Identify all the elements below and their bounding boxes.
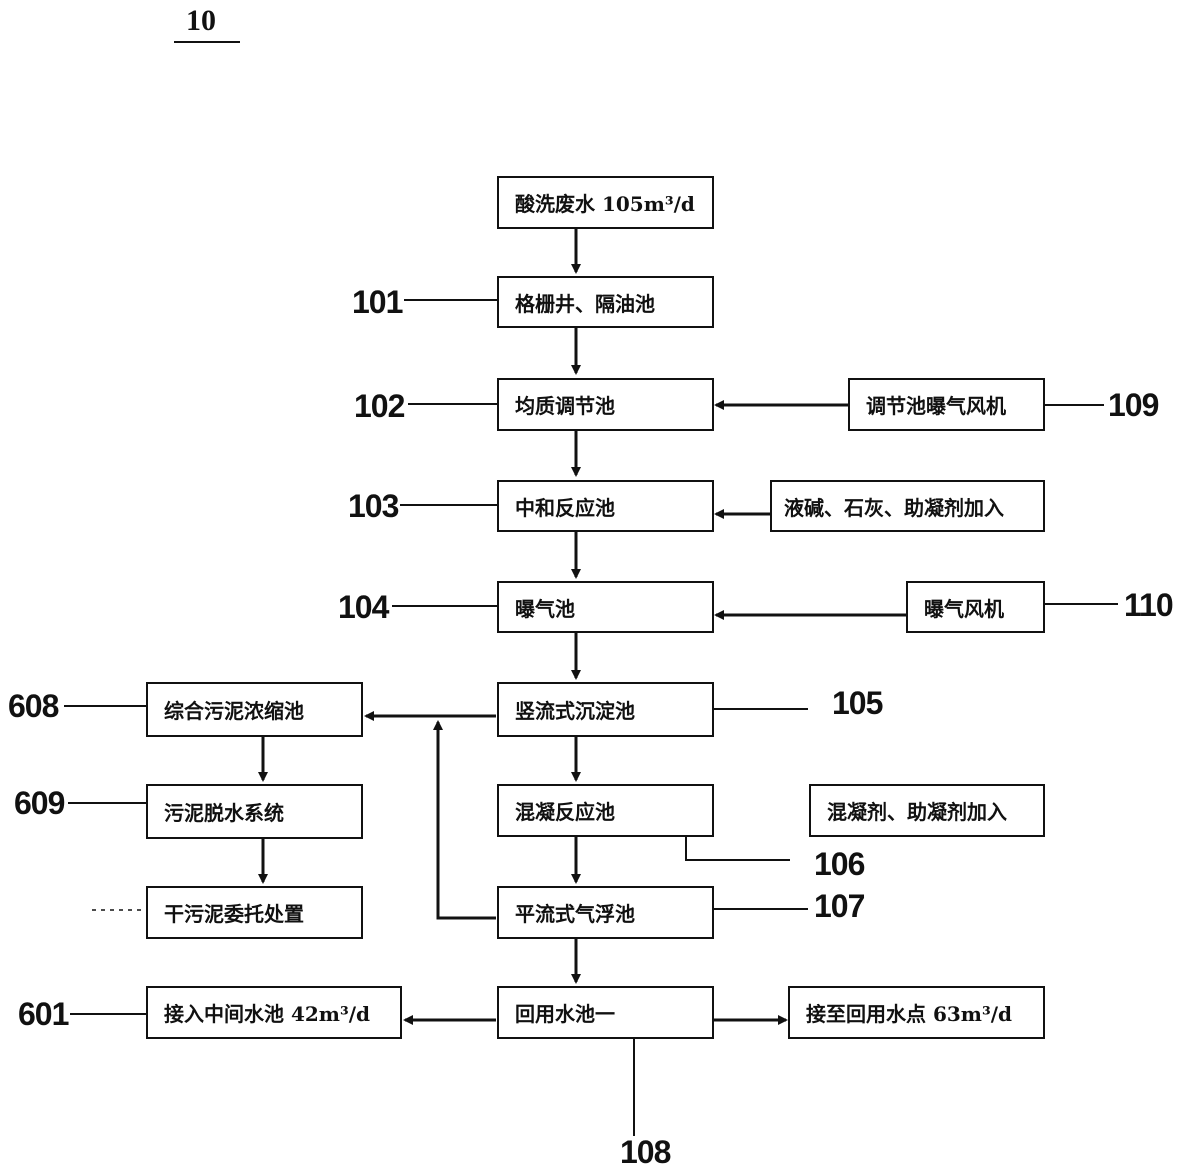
arrow-flotation-sludge-return <box>433 720 496 920</box>
box-sludge-dewatering: 污泥脱水系统 <box>146 784 363 839</box>
box-acid-wastewater: 酸洗废水 105m³/d <box>497 176 714 229</box>
box-aeration-tank: 曝气池 <box>497 581 714 633</box>
box-vertical-settling-tank: 竖流式沉淀池 <box>497 682 714 737</box>
box-aeration-tank-label: 曝气池 <box>515 596 575 621</box>
box-vertical-settling-tank-label: 竖流式沉淀池 <box>515 699 635 723</box>
box-equalization-tank-label: 均质调节池 <box>515 394 615 418</box>
box-aeration-blower: 曝气风机 <box>906 581 1045 633</box>
ref-105: 105 <box>832 685 883 721</box>
ref-601: 601 <box>18 996 69 1032</box>
ref-102: 102 <box>354 388 405 424</box>
box-sludge-disposal-label: 干污泥委托处置 <box>164 902 304 926</box>
box-equalization-tank: 均质调节池 <box>497 378 714 431</box>
box-flotation-tank-label: 平流式气浮池 <box>515 902 635 926</box>
box-to-reuse-point: 接至回用水点 63m³/d <box>788 986 1045 1039</box>
ref-109: 109 <box>1108 387 1159 423</box>
box-coagulant-dosing: 混凝剂、助凝剂加入 <box>809 784 1045 837</box>
box-coagulation-tank-label: 混凝反应池 <box>515 800 615 824</box>
box-chemical-dosing-label: 液碱、石灰、助凝剂加入 <box>784 495 1004 520</box>
ref-110: 110 <box>1124 587 1174 623</box>
box-flotation-tank: 平流式气浮池 <box>497 886 714 939</box>
box-equalization-blower: 调节池曝气风机 <box>848 378 1045 431</box>
box-neutralization-tank-label: 中和反应池 <box>515 495 615 520</box>
box-reuse-pool-label: 回用水池一 <box>515 1002 615 1026</box>
box-acid-wastewater-label: 酸洗废水 105m³/d <box>515 192 695 216</box>
box-sludge-thickener-label: 综合污泥浓缩池 <box>164 699 304 723</box>
box-to-reuse-point-label: 接至回用水点 63m³/d <box>806 1002 1013 1026</box>
box-grille-oil-separator-label: 格栅井、隔油池 <box>515 291 655 316</box>
ref-103: 103 <box>348 488 399 524</box>
ref-608: 608 <box>8 688 59 724</box>
box-aeration-blower-label: 曝气风机 <box>924 596 1004 621</box>
box-coagulant-dosing-label: 混凝剂、助凝剂加入 <box>827 800 1007 824</box>
ref-108: 108 <box>620 1134 671 1170</box>
box-equalization-blower-label: 调节池曝气风机 <box>866 394 1006 418</box>
box-sludge-dewatering-label: 污泥脱水系统 <box>164 801 284 825</box>
box-to-middle-pool-label: 接入中间水池 42m³/d <box>164 1002 371 1026</box>
box-reuse-pool: 回用水池一 <box>497 986 714 1039</box>
ref-106: 106 <box>814 846 865 882</box>
ref-107: 107 <box>814 888 865 924</box>
box-sludge-disposal: 干污泥委托处置 <box>146 886 363 939</box>
figure-title: 10 <box>186 4 216 37</box>
ref-609: 609 <box>14 785 65 821</box>
box-to-middle-pool: 接入中间水池 42m³/d <box>146 986 402 1039</box>
box-chemical-dosing: 液碱、石灰、助凝剂加入 <box>770 480 1045 532</box>
box-grille-oil-separator: 格栅井、隔油池 <box>497 276 714 328</box>
box-neutralization-tank: 中和反应池 <box>497 480 714 532</box>
ref-104: 104 <box>338 589 389 625</box>
box-sludge-thickener: 综合污泥浓缩池 <box>146 682 363 737</box>
box-coagulation-tank: 混凝反应池 <box>497 784 714 837</box>
ref-101: 101 <box>352 284 403 320</box>
